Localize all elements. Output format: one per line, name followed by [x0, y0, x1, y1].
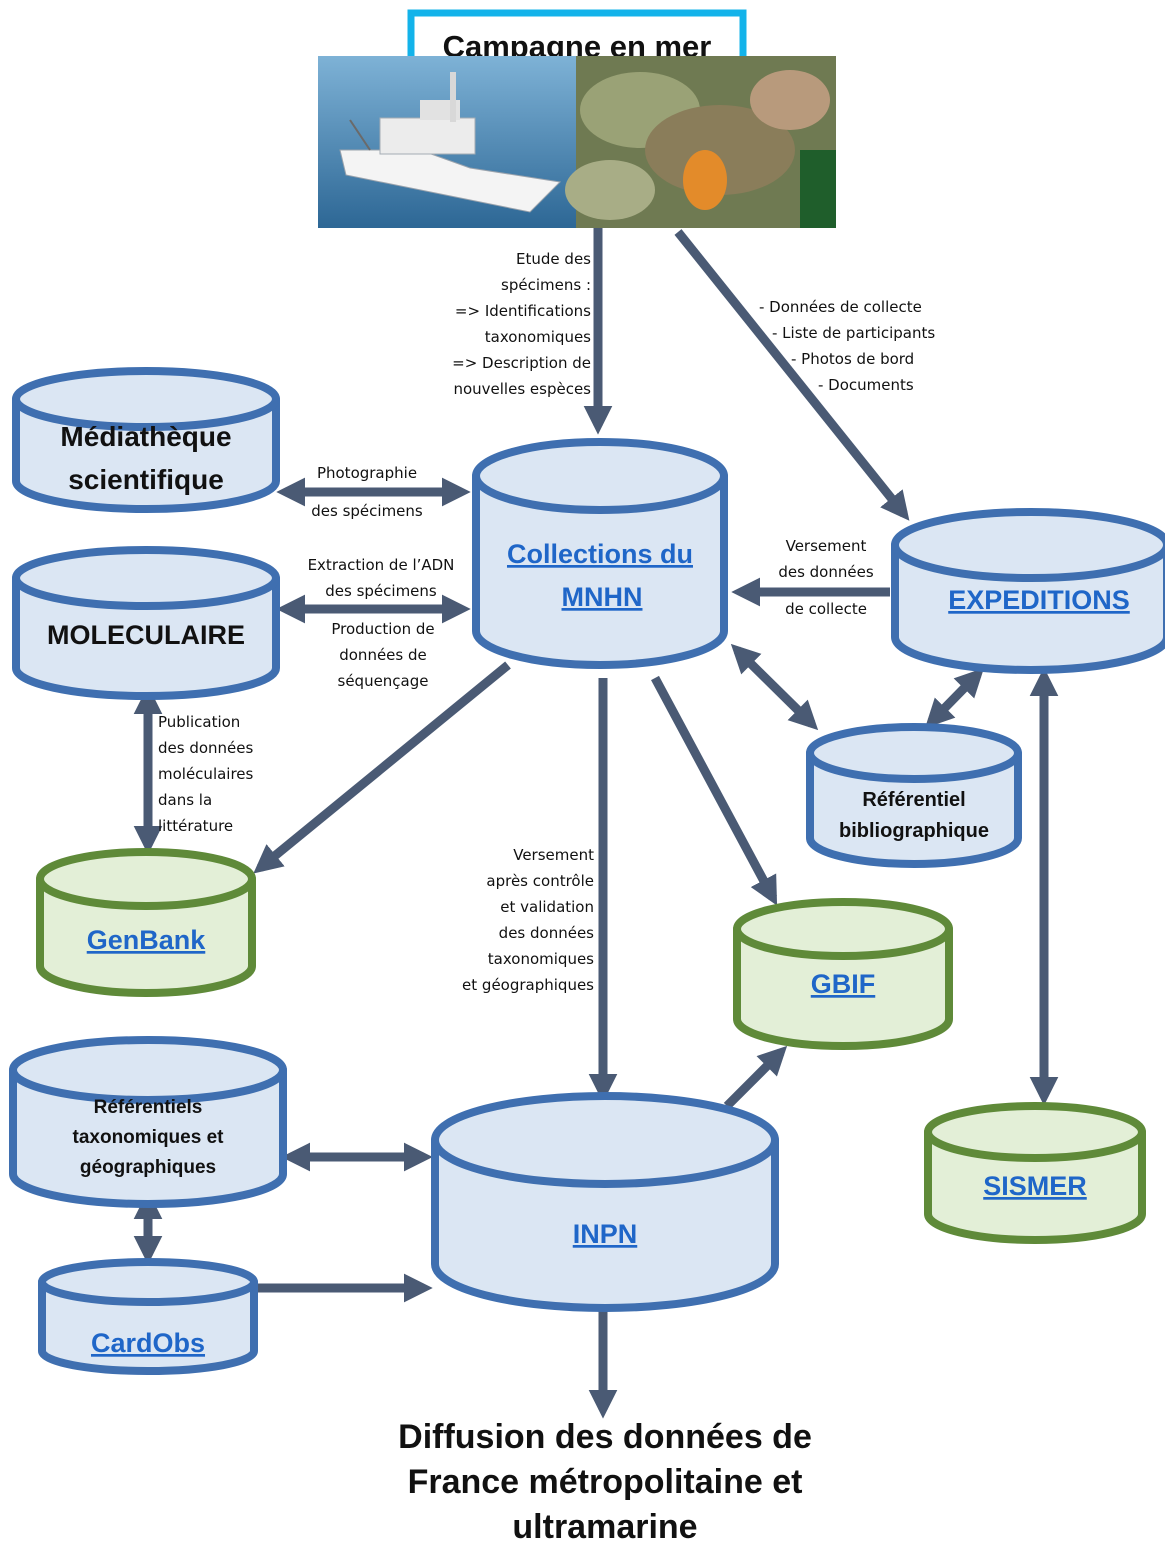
footer-line-3: ultramarine	[512, 1508, 697, 1544]
versement-collecte-label: Versement des données de collecte	[778, 537, 874, 618]
sismer-cylinder	[924, 1102, 1146, 1244]
collections-link-2[interactable]: MNHN	[562, 582, 643, 612]
etude-line-2: spécimens :	[501, 276, 591, 294]
arrow-collections-to-genbank	[253, 661, 511, 874]
specimen-catch-photo	[565, 56, 836, 228]
donnees-collecte-label: - Données de collecte - Liste de partici…	[759, 298, 935, 394]
versement-inpn-label: Versement après contrôle et validation d…	[462, 846, 594, 994]
cardobs-link[interactable]: CardObs	[91, 1328, 205, 1358]
etude-line-3: => Identifications	[455, 302, 591, 320]
genbank-cylinder	[36, 848, 256, 997]
production-line-1: Production de	[331, 620, 434, 638]
publication-line-3: moléculaires	[158, 765, 254, 783]
etude-line-1: Etude des	[516, 250, 591, 268]
etude-line-6: nouvelles espèces	[453, 380, 591, 398]
sismer-link[interactable]: SISMER	[983, 1171, 1087, 1201]
genbank-link[interactable]: GenBank	[87, 925, 207, 955]
referentiels-taxo-label-1: Référentiels	[94, 1097, 203, 1118]
etude-line-5: => Description de	[452, 354, 591, 372]
etude-line-4: taxonomiques	[485, 328, 591, 346]
mediatheque-label-1: Médiathèque	[60, 421, 231, 452]
referentiel-biblio-label-1: Référentiel	[862, 789, 965, 811]
versement-collecte-line-3: de collecte	[785, 600, 867, 618]
mediatheque-label-2: scientifique	[68, 464, 224, 495]
publication-line-2: des données	[158, 739, 254, 757]
cardobs-cylinder	[38, 1258, 258, 1375]
publication-line-1: Publication	[158, 713, 240, 731]
collecte-line-1: - Données de collecte	[759, 298, 922, 316]
gbif-link[interactable]: GBIF	[811, 969, 876, 999]
ship-photo	[318, 56, 576, 228]
inpn-link[interactable]: INPN	[573, 1219, 638, 1249]
production-line-3: séquençage	[338, 672, 429, 690]
referentiel-biblio-cylinder	[806, 723, 1022, 868]
production-label: Production de données de séquençage	[331, 620, 434, 690]
moleculaire-cylinder	[12, 546, 280, 700]
photographie-label: Photographie des spécimens	[311, 464, 423, 520]
extraction-line-1: Extraction de l’ADN	[308, 556, 455, 574]
collecte-line-3: - Photos de bord	[791, 350, 914, 368]
versement-inpn-line-6: et géographiques	[462, 976, 594, 994]
versement-collecte-line-2: des données	[778, 563, 874, 581]
gbif-cylinder	[733, 898, 953, 1050]
versement-collecte-line-1: Versement	[786, 537, 867, 555]
referentiel-biblio-label-2: bibliographique	[839, 820, 989, 842]
arrow-expeditions-biblio	[924, 667, 985, 729]
footer-line-1: Diffusion des données de	[398, 1418, 812, 1456]
moleculaire-label: MOLECULAIRE	[47, 620, 245, 650]
collecte-line-2: - Liste de participants	[772, 324, 935, 342]
collections-cylinder	[472, 438, 728, 669]
photographie-line-2: des spécimens	[311, 502, 423, 520]
footer-diffusion: Diffusion des données de France métropol…	[398, 1418, 812, 1544]
arrow-campagne-to-expeditions	[674, 229, 910, 521]
versement-inpn-line-1: Versement	[513, 846, 594, 864]
versement-inpn-line-2: après contrôle	[486, 872, 594, 890]
collections-link-1[interactable]: Collections du	[507, 539, 693, 569]
photographie-line-1: Photographie	[317, 464, 417, 482]
versement-inpn-line-4: des données	[499, 924, 595, 942]
expeditions-cylinder	[891, 508, 1165, 674]
arrow-collections-biblio	[730, 643, 819, 731]
arrows	[133, 228, 1059, 1419]
extraction-line-2: des spécimens	[325, 582, 437, 600]
referentiels-taxo-cylinder	[9, 1036, 287, 1208]
mediatheque-cylinder	[12, 367, 280, 513]
referentiels-taxo-label-2: taxonomiques et	[73, 1127, 225, 1148]
footer-line-2: France métropolitaine et	[408, 1463, 803, 1501]
referentiels-taxo-label-3: géographiques	[80, 1157, 216, 1178]
collecte-line-4: - Documents	[818, 376, 914, 394]
arrow-inpn-to-gbif	[723, 1045, 788, 1110]
publication-label: Publication des données moléculaires dan…	[158, 713, 254, 835]
production-line-2: données de	[339, 646, 427, 664]
publication-line-4: dans la	[158, 791, 212, 809]
publication-line-5: littérature	[158, 817, 233, 835]
etude-label: Etude des spécimens : => Identifications…	[452, 250, 591, 398]
node-labels: Médiathèque scientifique Collections du …	[47, 421, 1130, 1358]
expeditions-link[interactable]: EXPEDITIONS	[948, 585, 1130, 615]
arrow-collections-to-gbif	[651, 675, 778, 906]
versement-inpn-line-5: taxonomiques	[488, 950, 594, 968]
versement-inpn-line-3: et validation	[500, 898, 594, 916]
inpn-cylinder	[431, 1092, 779, 1312]
extraction-label: Extraction de l’ADN des spécimens	[308, 556, 455, 600]
